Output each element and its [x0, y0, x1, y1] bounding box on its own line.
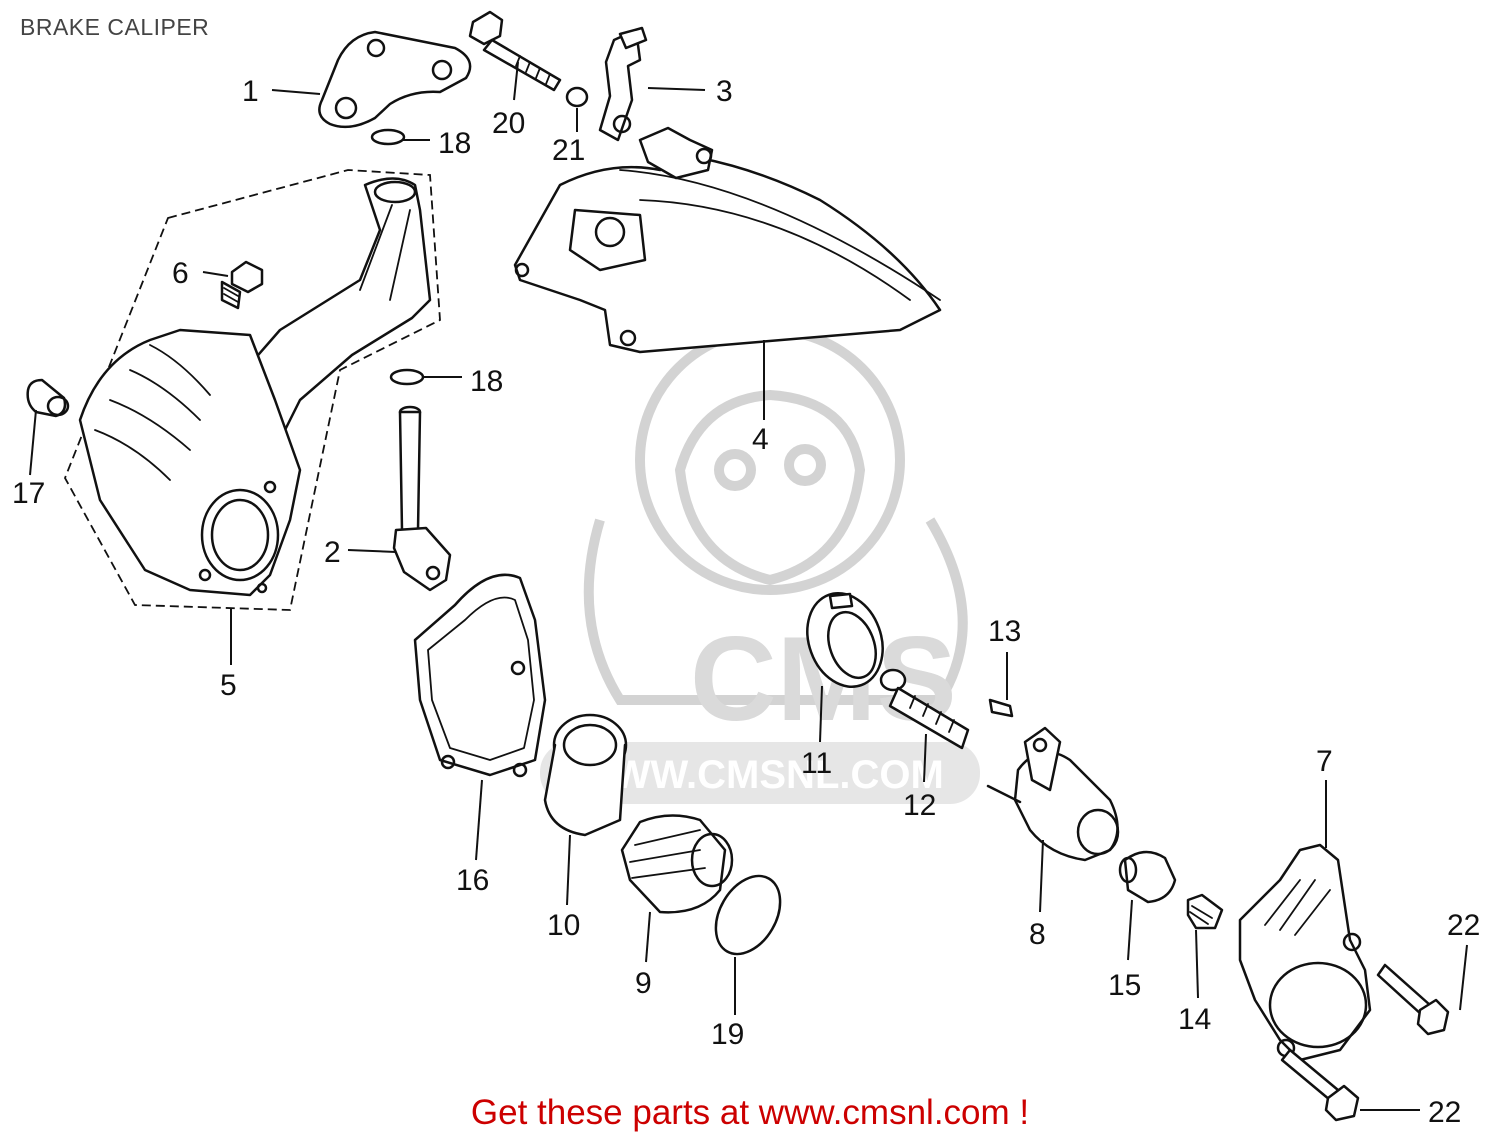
- callout-21: 21: [552, 134, 585, 167]
- part-2-caliper-pin: [392, 405, 452, 592]
- callout-4: 4: [752, 423, 769, 456]
- callout-19: 19: [711, 1018, 744, 1051]
- part-1-bracket: [318, 30, 472, 129]
- leader-lines: [29, 61, 1468, 1111]
- callout-13: 13: [988, 615, 1021, 648]
- callout-16: 16: [456, 864, 489, 897]
- part-21-washer: [565, 86, 589, 108]
- callout-10: 10: [547, 909, 580, 942]
- part-3-retainer: [598, 26, 648, 142]
- part-18-oring-lower: [389, 368, 425, 386]
- part-5-caliper-body: [78, 177, 432, 597]
- part-6-bleeder-valve: [220, 260, 264, 310]
- callout-18-upper: 18: [438, 127, 471, 160]
- callout-17: 17: [12, 477, 45, 510]
- part-22-bolt-lower: [1280, 1048, 1360, 1122]
- part-16-seal-plate: [413, 573, 547, 778]
- watermark-url-bar: [540, 742, 980, 804]
- callout-8: 8: [1029, 918, 1046, 951]
- page-title: BRAKE CALIPER: [20, 14, 210, 40]
- watermark-face-icon: [674, 389, 866, 586]
- callout-5: 5: [220, 669, 237, 702]
- callout-14: 14: [1178, 1003, 1211, 1036]
- watermark-eye-left-icon: [714, 449, 756, 491]
- part-20-bolt: [468, 10, 562, 92]
- watermark-eye-right-icon: [784, 444, 826, 486]
- callout-1: 1: [242, 75, 259, 108]
- callout-6: 6: [172, 257, 189, 290]
- part-12-adjuster-bolt: [879, 668, 970, 750]
- part-15-dust-cap: [1118, 850, 1177, 904]
- part-13-small-pin: [988, 698, 1014, 718]
- part-18-oring-upper: [370, 128, 406, 146]
- part-7-caliper-half: [1238, 843, 1372, 1062]
- part-9-piston-seal: [620, 814, 734, 914]
- callout-9: 9: [635, 967, 652, 1000]
- callout-15: 15: [1108, 969, 1141, 1002]
- part-17-bleeder-cap: [26, 378, 70, 418]
- callout-7: 7: [1316, 745, 1333, 778]
- watermark-body-icon: [583, 517, 968, 705]
- part-8-lever-assembly: [986, 726, 1120, 862]
- part-4-caliper-cover: [513, 126, 942, 354]
- callout-2: 2: [324, 536, 341, 569]
- part-19-oring: [714, 874, 782, 956]
- part-10-piston: [543, 713, 628, 837]
- callout-12: 12: [903, 789, 936, 822]
- part-11-adjuster-ring: [806, 591, 884, 689]
- watermark-url-text: WWW.CMSNL.COM: [575, 753, 944, 797]
- part-5-assembly-outline: [64, 169, 441, 611]
- callout-22-lower: 22: [1428, 1096, 1461, 1129]
- callout-3: 3: [716, 75, 733, 108]
- callout-22-upper: 22: [1447, 909, 1480, 942]
- callout-11: 11: [801, 747, 832, 780]
- callout-18-lower: 18: [470, 365, 503, 398]
- part-22-bolt-upper: [1376, 963, 1450, 1036]
- callout-20: 20: [492, 107, 525, 140]
- footer-cta-link[interactable]: Get these parts at www.cmsnl.com !: [470, 1093, 1030, 1132]
- part-14-bleed-screw: [1186, 893, 1224, 930]
